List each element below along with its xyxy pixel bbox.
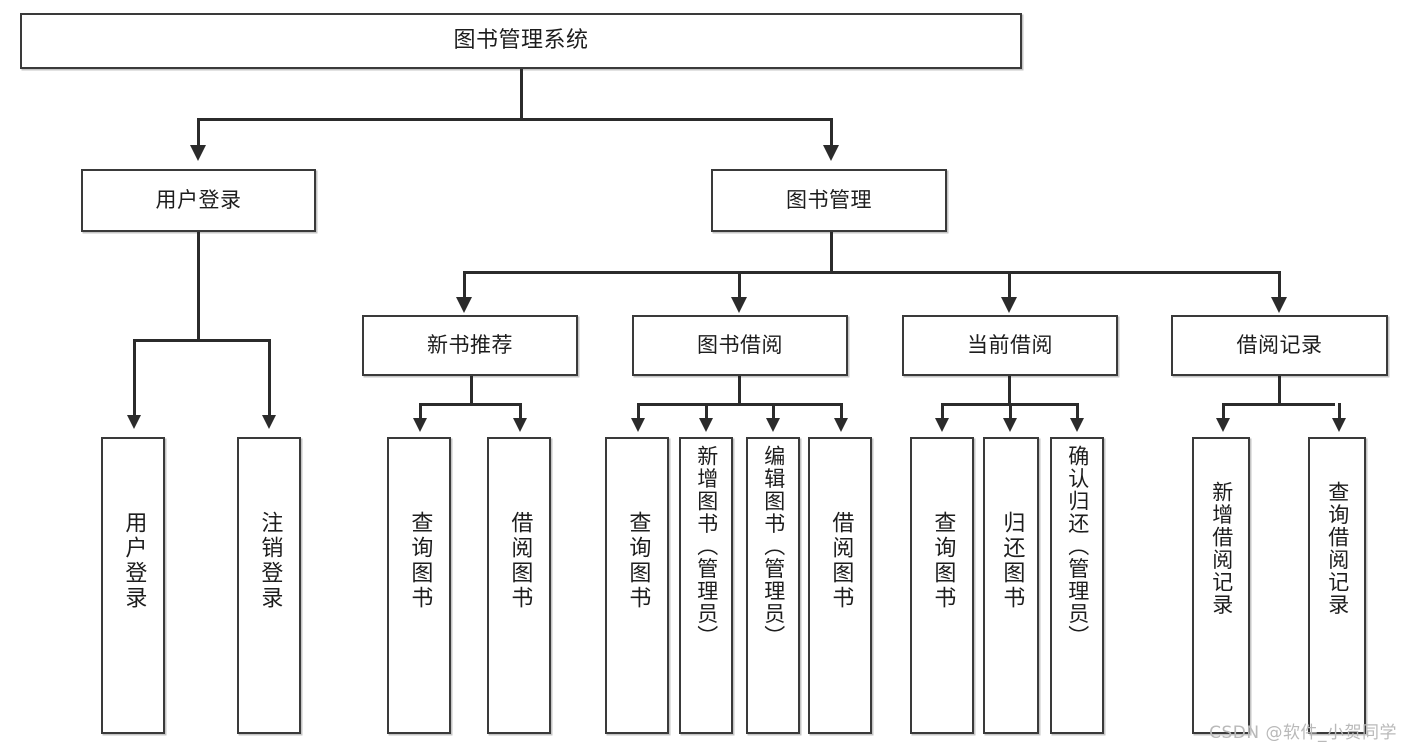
connector-login-to-leaf2 (268, 339, 271, 417)
connector-login-to-leaf1 (133, 339, 136, 417)
connector-bookborrow-bus (637, 403, 842, 406)
connector-borrowrecord-to-leaf2 (1338, 403, 1341, 419)
connector-borrowrecord-to-leaf1 (1222, 403, 1225, 419)
leaf-borrow-book-newbook[interactable]: 借阅图书 (487, 437, 551, 734)
leaf-query-book-borrow[interactable]: 查询图书 (605, 437, 669, 734)
leaf-query-book-newbook[interactable]: 查询图书 (387, 437, 451, 734)
connector-login-stem (197, 232, 200, 340)
arrow-bookmgmt-to-borrow (731, 297, 747, 313)
arrow-newbook-to-leaf2 (513, 418, 527, 432)
connector-newbook-to-leaf2 (519, 403, 522, 419)
leaf-add-borrow-record[interactable]: 新增借阅记录 (1192, 437, 1250, 734)
leaf-return-book[interactable]: 归还图书 (983, 437, 1039, 734)
connector-bookmgmt-to-borrow (738, 271, 741, 299)
arrow-root-to-login (190, 145, 206, 161)
arrow-login-to-leaf2 (262, 415, 276, 429)
leaf-logout[interactable]: 注销登录 (237, 437, 301, 734)
connector-bookborrow-to-leaf3 (772, 403, 775, 419)
connector-root-to-login (197, 118, 200, 148)
connector-bookborrow-to-leaf2 (705, 403, 708, 419)
arrow-root-to-bookmgmt (823, 145, 839, 161)
connector-borrowrecord-bus (1222, 403, 1335, 406)
connector-newbook-stem (470, 376, 473, 404)
leaf-query-borrow-record[interactable]: 查询借阅记录 (1308, 437, 1366, 734)
connector-bookborrow-to-leaf4 (840, 403, 843, 419)
connector-borrowrecord-stem (1278, 376, 1281, 404)
arrow-borrowrecord-to-leaf2 (1332, 418, 1346, 432)
node-current-borrow[interactable]: 当前借阅 (902, 315, 1118, 376)
connector-root-to-bookmgmt (830, 118, 833, 148)
leaf-edit-book-admin[interactable]: 编辑图书（管理员） (746, 437, 800, 734)
node-user-login[interactable]: 用户登录 (81, 169, 316, 232)
node-label: 查询借阅记录 (1325, 481, 1350, 616)
leaf-add-book-admin[interactable]: 新增图书（管理员） (679, 437, 733, 734)
arrow-currentborrow-to-leaf1 (935, 418, 949, 432)
node-label: 编辑图书（管理员） (761, 445, 786, 648)
node-label: 新增图书（管理员） (694, 445, 719, 648)
node-label: 查询图书 (407, 511, 433, 611)
node-borrow-record[interactable]: 借阅记录 (1171, 315, 1388, 376)
connector-newbook-to-leaf1 (419, 403, 422, 419)
connector-login-bus (133, 339, 271, 342)
arrow-bookmgmt-to-record (1271, 297, 1287, 313)
node-label: 新增借阅记录 (1209, 481, 1234, 616)
connector-root-bus (197, 118, 833, 121)
node-label: 用户登录 (155, 188, 242, 213)
arrow-bookborrow-to-leaf1 (631, 418, 645, 432)
connector-bookmgmt-bus (463, 271, 1280, 274)
connector-currentborrow-to-leaf3 (1076, 403, 1079, 419)
arrow-bookmgmt-to-current (1001, 297, 1017, 313)
node-label: 注销登录 (257, 511, 283, 611)
arrow-bookborrow-to-leaf4 (834, 418, 848, 432)
node-label: 图书管理 (786, 188, 872, 213)
connector-newbook-bus (419, 403, 522, 406)
connector-bookmgmt-stem (830, 232, 833, 272)
arrow-currentborrow-to-leaf2 (1003, 418, 1017, 432)
connector-bookborrow-to-leaf1 (637, 403, 640, 419)
arrow-bookborrow-to-leaf3 (766, 418, 780, 432)
connector-bookmgmt-to-current (1008, 271, 1011, 299)
node-label: 查询图书 (625, 511, 651, 611)
connector-bookmgmt-to-new (463, 271, 466, 299)
connector-currentborrow-to-leaf1 (941, 403, 944, 419)
node-root-system[interactable]: 图书管理系统 (20, 13, 1022, 69)
node-new-book-recommend[interactable]: 新书推荐 (362, 315, 578, 376)
node-label: 借阅图书 (507, 511, 533, 611)
node-label: 图书管理系统 (453, 28, 589, 54)
node-label: 当前借阅 (967, 333, 1053, 358)
leaf-user-login[interactable]: 用户登录 (101, 437, 165, 734)
node-label: 新书推荐 (427, 333, 513, 358)
node-label: 图书借阅 (697, 333, 783, 358)
node-label: 借阅记录 (1236, 333, 1323, 358)
arrow-login-to-leaf1 (127, 415, 141, 429)
connector-bookmgmt-to-record (1278, 271, 1281, 299)
arrow-currentborrow-to-leaf3 (1070, 418, 1084, 432)
node-label: 用户登录 (121, 511, 147, 611)
connector-bookborrow-stem (738, 376, 741, 404)
node-label: 借阅图书 (828, 511, 854, 611)
node-book-borrow[interactable]: 图书借阅 (632, 315, 848, 376)
leaf-borrow-book-borrow[interactable]: 借阅图书 (808, 437, 872, 734)
connector-root-stem (520, 69, 523, 119)
connector-currentborrow-to-leaf2 (1009, 403, 1012, 419)
leaf-query-book-current[interactable]: 查询图书 (910, 437, 974, 734)
node-label: 确认归还（管理员） (1065, 445, 1090, 648)
arrow-bookmgmt-to-new (456, 297, 472, 313)
node-book-management[interactable]: 图书管理 (711, 169, 947, 232)
node-label: 归还图书 (999, 511, 1025, 611)
arrow-newbook-to-leaf1 (413, 418, 427, 432)
leaf-confirm-return-admin[interactable]: 确认归还（管理员） (1050, 437, 1104, 734)
arrow-bookborrow-to-leaf2 (699, 418, 713, 432)
node-label: 查询图书 (930, 511, 956, 611)
connector-currentborrow-stem (1008, 376, 1011, 404)
arrow-borrowrecord-to-leaf1 (1216, 418, 1230, 432)
